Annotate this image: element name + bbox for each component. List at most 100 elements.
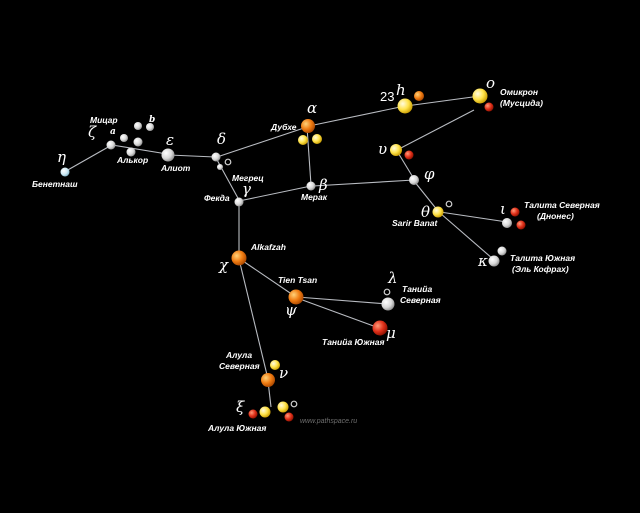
label-alkafzah: Alkafzah xyxy=(250,242,286,252)
star-alkor-2 xyxy=(126,147,136,157)
greek-zeta: ζ xyxy=(88,123,97,141)
star-mu xyxy=(372,320,388,336)
greek-nu: ν xyxy=(279,364,288,382)
star-iota-2 xyxy=(510,207,520,217)
label-omicron-1: Омикрон xyxy=(500,87,538,97)
greek-chi: χ xyxy=(218,256,229,274)
star-theta-ring xyxy=(445,200,453,208)
label-phecda: Фекда xyxy=(204,193,230,203)
label-dubhe: Дубхе xyxy=(270,122,297,132)
star-zeta xyxy=(106,140,116,150)
star-theta xyxy=(432,206,444,218)
greek-kappa: κ xyxy=(477,252,488,270)
label-tania-n-2: Северная xyxy=(400,295,441,305)
line-phi-theta xyxy=(413,180,439,212)
star-xi-4 xyxy=(284,412,294,422)
label-benetnash: Бенетнаш xyxy=(32,179,78,189)
star-megrez-ring xyxy=(224,158,232,166)
line-chi-psi xyxy=(239,258,297,298)
star-lambda xyxy=(381,297,395,311)
label-alioth: Алиот xyxy=(160,163,191,173)
star-eta xyxy=(60,167,70,177)
greek-beta: β xyxy=(318,176,328,194)
line-alpha-h xyxy=(308,105,406,127)
label-tania-s: Танийа Южная xyxy=(322,337,385,347)
label-alula-n-1: Алула xyxy=(225,350,252,360)
label-talitha-n-2: (Днонес) xyxy=(537,211,574,221)
greek-upsilon: υ xyxy=(378,140,387,158)
label-talitha-s-2: (Эль Кофрах) xyxy=(512,264,569,274)
line-theta-kappa xyxy=(439,212,494,260)
star-mizar-c xyxy=(146,123,154,131)
line-h-omicron xyxy=(405,95,481,107)
star-beta xyxy=(306,181,316,191)
line-eta-zeta xyxy=(65,145,111,172)
line-alpha-beta xyxy=(306,126,312,186)
greek-a: a xyxy=(110,127,116,137)
greek-iota: ι xyxy=(500,200,506,218)
star-epsilon xyxy=(161,148,175,162)
greek-omicron: o xyxy=(486,74,495,92)
star-xi-ring xyxy=(290,400,298,408)
greek-b: b xyxy=(149,115,155,125)
star-h xyxy=(397,98,413,114)
line-gamma-beta xyxy=(238,185,312,202)
star-lambda-ring xyxy=(383,288,391,296)
star-gamma xyxy=(234,197,244,207)
greek-lambda: λ xyxy=(387,269,398,287)
star-alkor xyxy=(133,137,143,147)
star-alpha-2 xyxy=(298,135,308,145)
line-upsilon-phi xyxy=(396,150,415,180)
watermark: www.pathspace.ru xyxy=(300,418,357,425)
greek-h: h xyxy=(396,81,406,99)
star-xi-2 xyxy=(248,409,258,419)
line-omicron-upsilon xyxy=(396,109,475,151)
star-nu-2 xyxy=(270,360,280,370)
greek-delta: δ xyxy=(217,130,226,148)
star-number-23: 23 xyxy=(380,89,394,104)
label-tien-tsan: Tien Tsan xyxy=(278,275,317,285)
line-zeta-epsilon xyxy=(111,144,168,155)
greek-xi: ξ xyxy=(236,398,245,416)
greek-alpha: α xyxy=(307,99,317,117)
greek-phi: φ xyxy=(424,165,435,183)
stars xyxy=(60,88,526,422)
label-mizar: Мицар xyxy=(90,115,118,125)
line-beta-phi xyxy=(312,179,415,187)
star-megrez-1 xyxy=(217,164,223,170)
label-alula-n-2: Северная xyxy=(219,361,260,371)
star-xi-3 xyxy=(277,401,289,413)
star-alpha-3 xyxy=(312,134,322,144)
star-iota-3 xyxy=(516,220,526,230)
label-alula-s: Алула Южная xyxy=(207,423,266,433)
star-kappa xyxy=(488,255,500,267)
label-talitha-s-1: Талита Южная xyxy=(510,253,575,263)
greek-letters: η ζ a b ε δ γ β α 23 h o υ φ θ ι κ χ ψ λ… xyxy=(57,74,506,416)
star-h-2 xyxy=(414,91,424,101)
star-omicron xyxy=(472,88,488,104)
label-megrez: Мегрец xyxy=(232,173,264,183)
label-sarir-banat: Sarir Banat xyxy=(392,218,439,228)
star-upsilon xyxy=(390,144,402,156)
star-psi xyxy=(288,289,304,305)
greek-eta: η xyxy=(57,148,66,166)
star-mizar-b xyxy=(134,122,142,130)
line-chi-nu xyxy=(238,258,269,380)
line-epsilon-delta xyxy=(168,154,216,158)
star-iota xyxy=(502,218,512,228)
label-talitha-n-1: Талита Северная xyxy=(524,200,600,210)
star-nu xyxy=(261,373,275,387)
star-names: Бенетнаш Мицар Алькор Алиот Мегрец Фекда… xyxy=(32,87,600,433)
star-alpha xyxy=(301,119,315,133)
star-chi xyxy=(231,250,247,266)
label-omicron-2: (Мусцида) xyxy=(500,98,543,108)
greek-epsilon: ε xyxy=(166,131,174,149)
greek-psi: ψ xyxy=(285,301,297,319)
line-psi-mu xyxy=(296,297,380,329)
star-phi xyxy=(409,175,419,185)
star-mizar-a xyxy=(120,134,128,142)
label-merak: Мерак xyxy=(301,192,328,202)
star-xi xyxy=(259,406,271,418)
label-alkor: Алькор xyxy=(116,155,148,165)
